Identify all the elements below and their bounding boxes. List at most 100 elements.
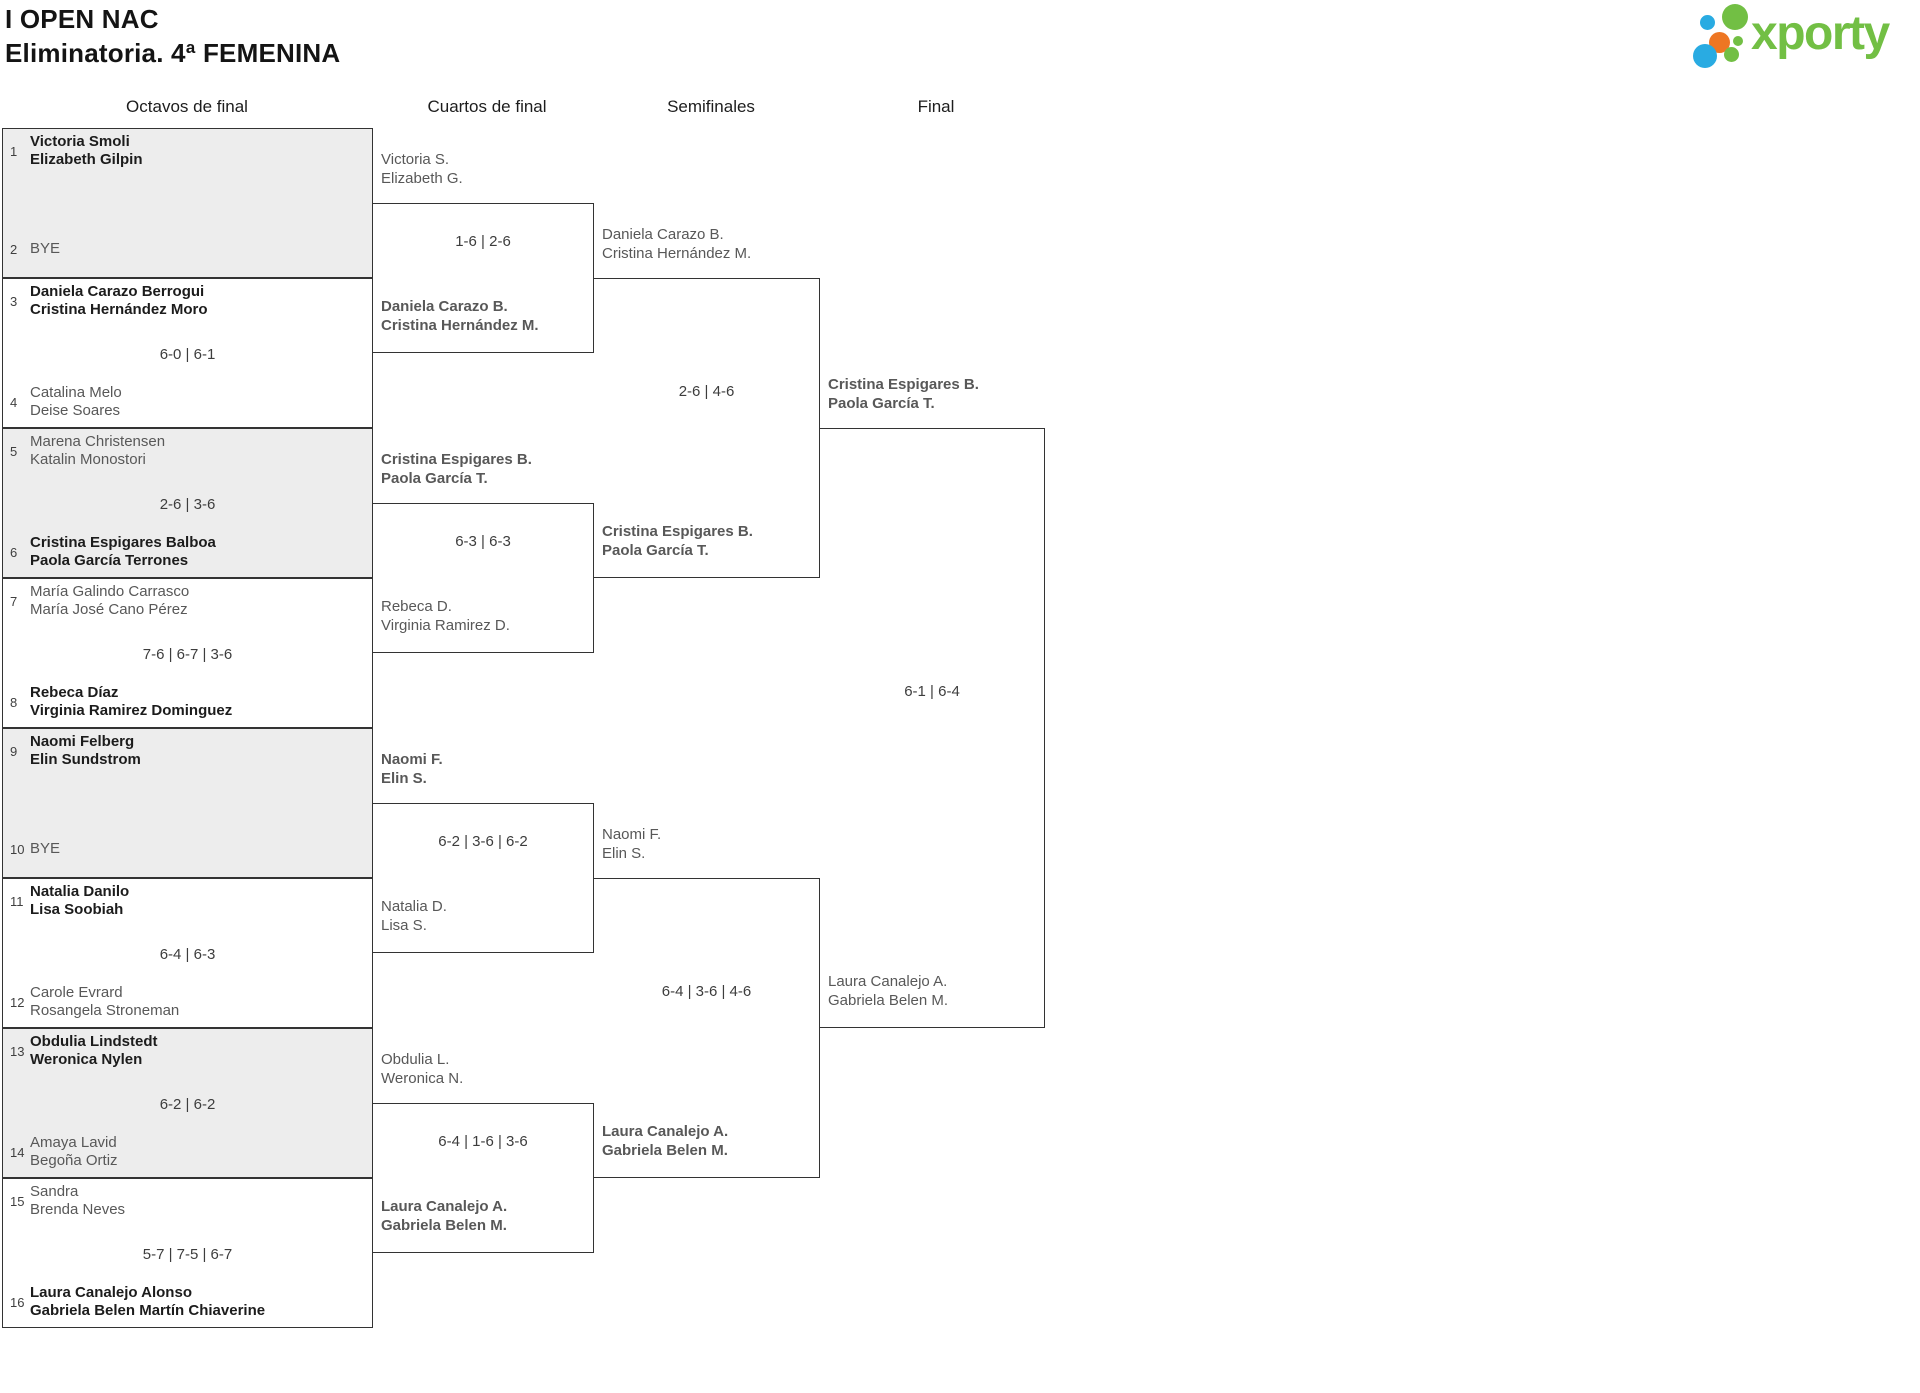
match-score: 5-7 | 7-5 | 6-7 [142, 1246, 233, 1263]
team-label: Laura Canalejo A. Gabriela Belen M. [381, 1197, 507, 1235]
seed-number: 16 [10, 1294, 25, 1310]
match-score: 6-3 | 6-3 [455, 533, 511, 550]
match-sf-1[interactable]: Daniela Carazo B.Cristina Hernández M. 2… [594, 226, 820, 578]
player-name: Laura Canalejo Alonso [30, 1284, 192, 1301]
match-score: 6-2 | 6-2 [159, 1096, 216, 1113]
team-label: Obdulia L.Weronica N. [381, 1050, 463, 1088]
player-name: Daniela Carazo B. [602, 226, 724, 243]
team-label: Cristina Espigares B.Paola García T. [381, 450, 532, 488]
seed-number: 6 [10, 544, 18, 560]
match-score: 6-0 | 6-1 [159, 346, 216, 363]
match-qf-4[interactable]: Obdulia L.Weronica N. 6-4 | 1-6 | 3-6 La… [373, 1051, 594, 1253]
player-name: Rebeca Díaz [30, 684, 119, 701]
team-label: Laura Canalejo A.Gabriela Belen M. [828, 972, 948, 1010]
player-name: Elin S. [381, 770, 427, 787]
player-name: Deise Soares [30, 402, 121, 419]
player-name: Elin Sundstrom [30, 751, 141, 768]
player-name: Cristina Hernández M. [602, 245, 752, 262]
round-header-semifinales: Semifinales [667, 97, 755, 116]
tournament-name: I OPEN NAC [5, 4, 159, 34]
seed-number: 15 [10, 1193, 25, 1209]
seed-number: 8 [10, 694, 18, 710]
match-score: 6-2 | 3-6 | 6-2 [438, 833, 528, 850]
player-name: Rosangela Stroneman [30, 1002, 180, 1019]
player-name: Naomi Felberg [30, 733, 135, 750]
seed-number: 11 [10, 893, 24, 909]
player-name: Laura Canalejo A. [381, 1198, 508, 1215]
match-score: 6-4 | 6-3 [159, 946, 216, 963]
seed-number: 10 [10, 841, 25, 857]
match-score: 2-6 | 3-6 [159, 496, 216, 513]
player-name: Rebeca D. [381, 598, 452, 615]
team-label: Rebeca D.Virginia Ramirez D. [381, 597, 510, 635]
match-score: 6-4 | 3-6 | 4-6 [661, 983, 752, 1000]
seed-number: 2 [10, 241, 18, 257]
match-qf-1[interactable]: Victoria S.Elizabeth G. 1-6 | 2-6 Daniel… [373, 151, 594, 353]
player-name: Victoria S. [381, 151, 450, 168]
player-name: Obdulia L. [381, 1051, 450, 1068]
logo-dot-icon [1724, 47, 1739, 62]
player-name: Naomi F. [381, 751, 443, 768]
bracket-subtitle: Eliminatoria. 4ª FEMENINA [5, 38, 341, 68]
player-name: Natalia D. [381, 898, 447, 915]
player-name: BYE [30, 840, 61, 857]
player-name: Elin S. [602, 845, 646, 862]
round-header-final: Final [917, 97, 955, 116]
player-name: Begoña Ortiz [30, 1152, 118, 1169]
team-slot: 2 BYE [10, 240, 366, 258]
seed-number: 14 [10, 1144, 25, 1160]
team-label: Victoria S.Elizabeth G. [381, 150, 463, 188]
team-label: Natalia D.Lisa S. [381, 897, 447, 935]
player-name: Paola García T. [828, 395, 935, 412]
player-name: Obdulia Lindstedt [30, 1033, 158, 1050]
team-label: Daniela Carazo B.Cristina Hernández M. [381, 297, 539, 335]
team-label: Cristina Espigares B.Paola García T. [602, 522, 753, 560]
player-name: BYE [30, 240, 61, 257]
player-name: Paola García T. [381, 470, 488, 487]
seed-number: 5 [10, 443, 18, 459]
player-name: Catalina Melo [30, 384, 122, 401]
seed-number: 12 [10, 994, 25, 1010]
logo-wordmark: xporty [1751, 7, 1890, 60]
match-final[interactable]: Cristina Espigares B.Paola García T. 6-1… [820, 376, 1045, 1028]
team-label: Naomi F. Elin S. [381, 750, 443, 788]
player-name: Gabriela Belen M. [381, 1217, 507, 1234]
player-name: Cristina Espigares Balboa [30, 534, 216, 551]
player-name: Brenda Neves [30, 1201, 126, 1218]
player-name: Cristina Hernández Moro [30, 301, 208, 318]
logo-dot-icon [1700, 15, 1715, 30]
match-qf-2[interactable]: Cristina Espigares B.Paola García T. 6-3… [373, 451, 594, 653]
player-name: Virginia Ramirez Dominguez [30, 702, 233, 719]
player-name: Laura Canalejo A. [602, 1123, 729, 1140]
match-sf-2[interactable]: Naomi F. Elin S. 6-4 | 3-6 | 4-6 Laura Ca… [594, 826, 820, 1178]
player-name: Lisa Soobiah [30, 901, 124, 918]
page-title: I OPEN NAC Eliminatoria. 4ª FEMENINA [5, 2, 340, 70]
player-name: Carole Evrard [30, 984, 123, 1001]
player-name: Gabriela Belen Martín Chiaverine [30, 1302, 266, 1319]
player-name: Cristina Hernández M. [381, 317, 539, 334]
seed-number: 7 [10, 593, 18, 609]
player-name: Naomi F. [602, 826, 662, 843]
match-score: 1-6 | 2-6 [455, 233, 511, 250]
player-name: Cristina Espigares B. [602, 523, 753, 540]
xporty-logo[interactable]: xporty [1690, 4, 1918, 70]
team-label: Laura Canalejo A.Gabriela Belen M. [602, 1122, 728, 1160]
match-qf-3[interactable]: Naomi F. Elin S. 6-2 | 3-6 | 6-2 Natalia … [373, 751, 594, 953]
player-name: Cristina Espigares B. [828, 376, 979, 393]
seed-number: 4 [10, 394, 18, 410]
